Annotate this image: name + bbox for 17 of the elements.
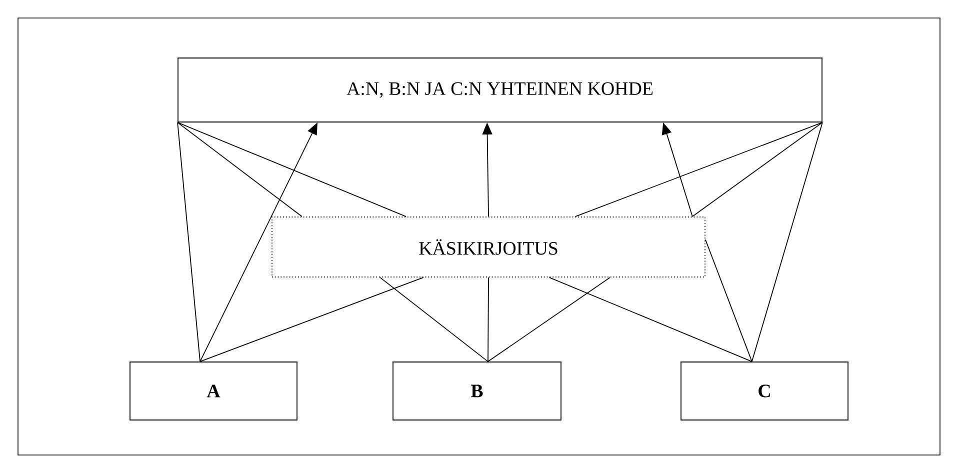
connector-line — [488, 277, 610, 362]
connector-line — [488, 277, 489, 362]
connector-line — [692, 122, 823, 217]
party-box: C — [680, 362, 848, 420]
connector-line — [177, 122, 201, 362]
connector-line — [177, 122, 407, 217]
connector-line — [177, 122, 302, 217]
connector-line — [751, 122, 823, 362]
connector-line — [380, 277, 488, 362]
target-box: A:N, B:N JA C:N YHTEINEN KOHDE — [178, 58, 822, 122]
manuscript-box: KÄSIKIRJOITUS — [272, 216, 706, 278]
connector-line — [574, 122, 823, 217]
connector-line — [548, 277, 752, 362]
party-box: B — [392, 362, 562, 420]
party-box: A — [130, 362, 298, 420]
connector-line — [200, 277, 424, 362]
connector-line — [705, 239, 752, 362]
